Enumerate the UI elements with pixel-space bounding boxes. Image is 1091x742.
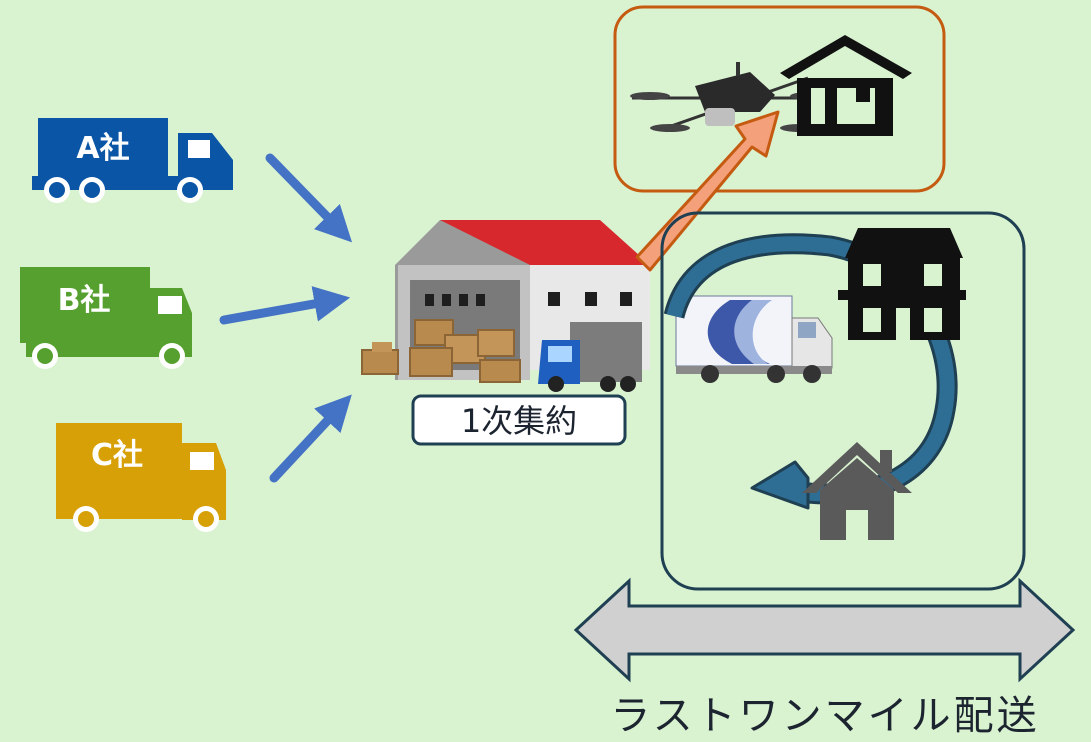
- hub-truck-icon: [538, 322, 642, 392]
- consolidation-box: 1次集約: [411, 394, 627, 446]
- apartment-icon: [838, 228, 966, 340]
- truck-b-label: B社: [58, 283, 111, 318]
- truck-c-icon: [56, 423, 226, 532]
- truck-a-icon: [32, 118, 233, 203]
- arrow-b-to-hub: [219, 286, 351, 325]
- drone-delivery-box: [613, 5, 946, 193]
- drone-route-arrow: [635, 110, 780, 272]
- truck-b-icon: [20, 267, 192, 369]
- arrow-c-to-hub: [269, 394, 352, 483]
- consolidation-label: 1次集約: [461, 402, 577, 440]
- truck-c-label: C社: [91, 438, 143, 473]
- delivery-truck-icon: [675, 295, 833, 383]
- loop-arrowhead: [750, 460, 810, 510]
- truck-delivery-box: [660, 211, 1026, 591]
- house-icon: [780, 35, 912, 136]
- inbound-arrows: [219, 153, 353, 483]
- last-mile-label: ラストワンマイル配送: [610, 693, 1039, 739]
- home-icon: [802, 442, 912, 540]
- arrow-a-to-hub: [265, 153, 353, 243]
- last-mile-span-arrow: [573, 577, 1076, 683]
- truck-a-label: A社: [76, 131, 129, 166]
